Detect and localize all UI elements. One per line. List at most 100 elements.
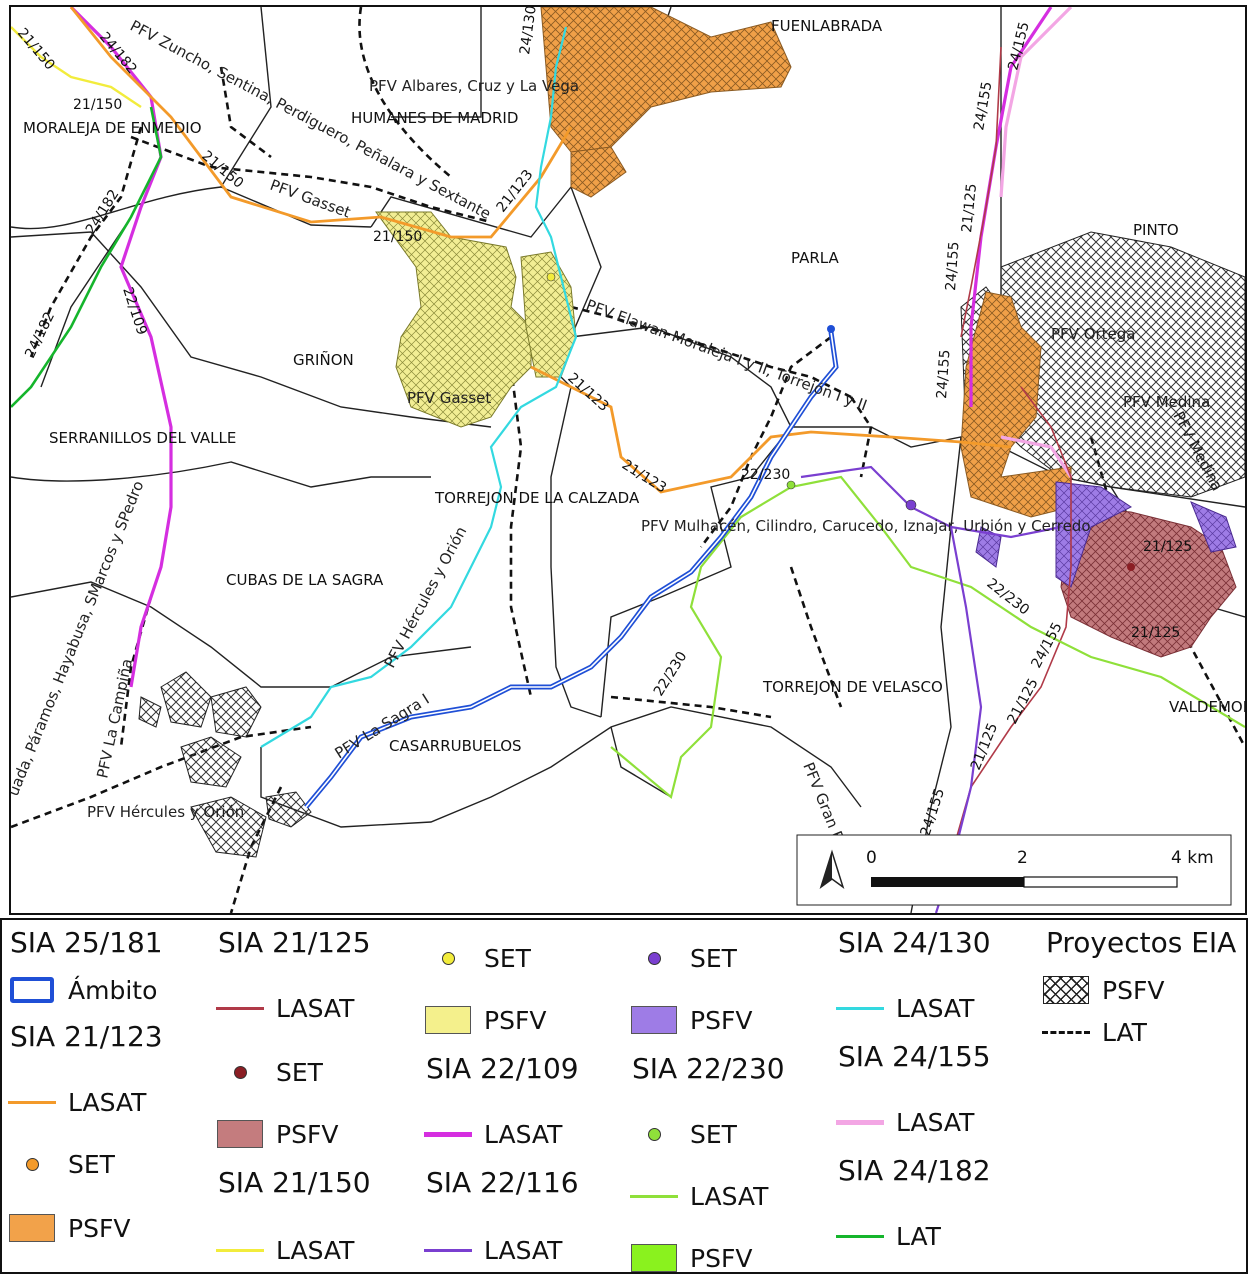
legend: SIA 25/181 Ámbito SIA 21/123 LASAT SET P… [0,918,1248,1274]
legend-item-21-150-set: SET [422,938,531,978]
scale-box: 0 2 4 km [796,834,1232,906]
legend-item-24-130-lasat: LASAT [834,988,974,1028]
label-grinon: GRIÑON [293,350,354,369]
municipality-labels: FUENLABRADA HUMANES DE MADRID MORALEJA D… [23,17,1245,755]
legend-item-21-125-psfv: PSFV [214,1114,338,1154]
label-pinto: PINTO [1133,221,1179,239]
legend-title-sia-25-181: SIA 25/181 [10,926,163,959]
label-pfv-hercules-2: PFV Hércules y Orión [87,803,244,821]
legend-label: PSFV [690,1005,753,1035]
code-label: 21/123 [564,370,611,415]
legend-label: SET [690,943,737,973]
label-pfv-gasset-2: PFV Gasset [407,389,491,407]
legend-title-sia-24-130: SIA 24/130 [838,926,991,959]
label-pfv-gasset-1: PFV Gasset [268,176,353,222]
legend-label: PSFV [1102,975,1165,1005]
label-pfv-gran: PFV Gran F [799,760,847,843]
label-pfv-medina-1: PFV Medina [1123,393,1210,411]
set-point-ambito [827,325,835,333]
legend-item-21-123-set: SET [6,1144,115,1184]
legend-title-sia-21-150: SIA 21/150 [218,1166,371,1199]
legend-item-21-123-psfv: PSFV [6,1208,130,1248]
legend-item-21-125-lasat: LASAT [214,988,354,1028]
legend-item-24-182-lat: LAT [834,1216,941,1256]
label-casarrubuelos: CASARRUBUELOS [389,737,522,755]
legend-label: PSFV [690,1243,753,1273]
code-label: 24/155 [943,241,962,291]
legend-item-eia-lat: LAT [1040,1012,1147,1052]
code-label: 21/150 [373,229,422,245]
sia-21-150-lasat [11,26,142,108]
legend-item-eia-psfv: PSFV [1040,970,1164,1010]
map-frame[interactable]: FUENLABRADA HUMANES DE MADRID MORALEJA D… [9,5,1247,915]
legend-item-22-230-set: SET [628,1114,737,1154]
code-label: 22/230 [741,467,790,483]
label-moraleja: MORALEJA DE ENMEDIO [23,119,202,137]
code-label: 22/230 [651,649,691,699]
set-point-21-150 [546,272,556,282]
north-arrow-icon [819,849,845,889]
code-label: 21/125 [1004,676,1041,727]
legend-item-21-123-lasat: LASAT [6,1082,146,1122]
sia-21-123-lasat [69,7,1012,494]
legend-label: SET [690,1119,737,1149]
legend-item-22-116-lasat: LASAT [422,1230,562,1270]
label-pfv-uada: uada, Páramos, Hayabusa, SMarcos y SPedr… [11,478,147,798]
legend-title-sia-24-155: SIA 24/155 [838,1040,991,1073]
scale-label-2: 2 [1017,848,1028,868]
legend-label: SET [484,943,531,973]
legend-title-sia-22-230: SIA 22/230 [632,1052,785,1085]
label-fuenlabrada: FUENLABRADA [771,17,883,35]
label-pfv-elawan: PFV Elawan Moraleja I y II, Torrejón I y… [584,296,870,415]
code-label: 24/130 [517,7,540,56]
code-label: 24/155 [971,80,995,131]
legend-item-22-109-lasat: LASAT [422,1114,562,1154]
code-label: 24/182 [96,29,140,77]
legend-label: LASAT [276,993,355,1023]
label-cubas: CUBAS DE LA SAGRA [226,571,384,589]
legend-label: LAT [896,1221,941,1251]
legend-label: PSFV [276,1119,339,1149]
legend-label: Ámbito [68,975,158,1005]
legend-label: LASAT [690,1181,769,1211]
code-label: 21/125 [1131,625,1180,641]
sia-21-123-psfv [540,7,1072,518]
label-pfv-campina: PFV La Campiña [93,657,136,780]
legend-label: LASAT [276,1235,355,1265]
map-canvas[interactable]: FUENLABRADA HUMANES DE MADRID MORALEJA D… [11,7,1245,913]
legend-label: PSFV [484,1005,547,1035]
scale-label-0: 0 [866,848,877,868]
legend-item-21-125-set: SET [214,1052,323,1092]
sia-24-182-lat [11,106,163,408]
label-serranillos: SERRANILLOS DEL VALLE [49,429,236,447]
legend-item-22-116-psfv: PSFV [628,1000,752,1040]
code-label: 24/155 [934,349,953,399]
legend-title-sia-24-182: SIA 24/182 [838,1154,991,1187]
legend-label: LASAT [68,1087,147,1117]
sia-24-130-lasat [260,26,578,748]
code-label: 21/150 [14,25,58,73]
label-pfv-ortega: PFV Ortega [1051,325,1136,343]
legend-label: SET [68,1149,115,1179]
legend-label: SET [276,1057,323,1087]
legend-item-21-150-lasat: LASAT [214,1230,354,1270]
legend-item-24-155-lasat: LASAT [834,1102,974,1142]
code-label: 24/182 [83,187,123,237]
code-label: 21/125 [959,183,980,234]
sia-25-181-ambito [304,331,839,809]
legend-title-sia-21-125: SIA 21/125 [218,926,371,959]
legend-label: LASAT [896,1107,975,1137]
set-point-21-125 [1127,563,1135,571]
legend-label: LASAT [484,1235,563,1265]
code-label: 24/155 [1005,20,1032,72]
label-valdemor: VALDEMOR [1169,698,1245,716]
legend-item-22-116-set: SET [628,938,737,978]
label-torrejon-calzada: TORREJON DE LA CALZADA [434,489,640,507]
label-parla: PARLA [791,249,839,267]
code-label: 21/125 [1143,539,1192,555]
sia-21-125-lasat [950,46,1072,858]
legend-title-proyectos-eia: Proyectos EIA [1046,926,1237,959]
scale-label-4: 4 km [1171,848,1214,868]
label-pfv-albares: PFV Albares, Cruz y La Vega [369,77,579,95]
hatch-symbol [1043,976,1089,1004]
